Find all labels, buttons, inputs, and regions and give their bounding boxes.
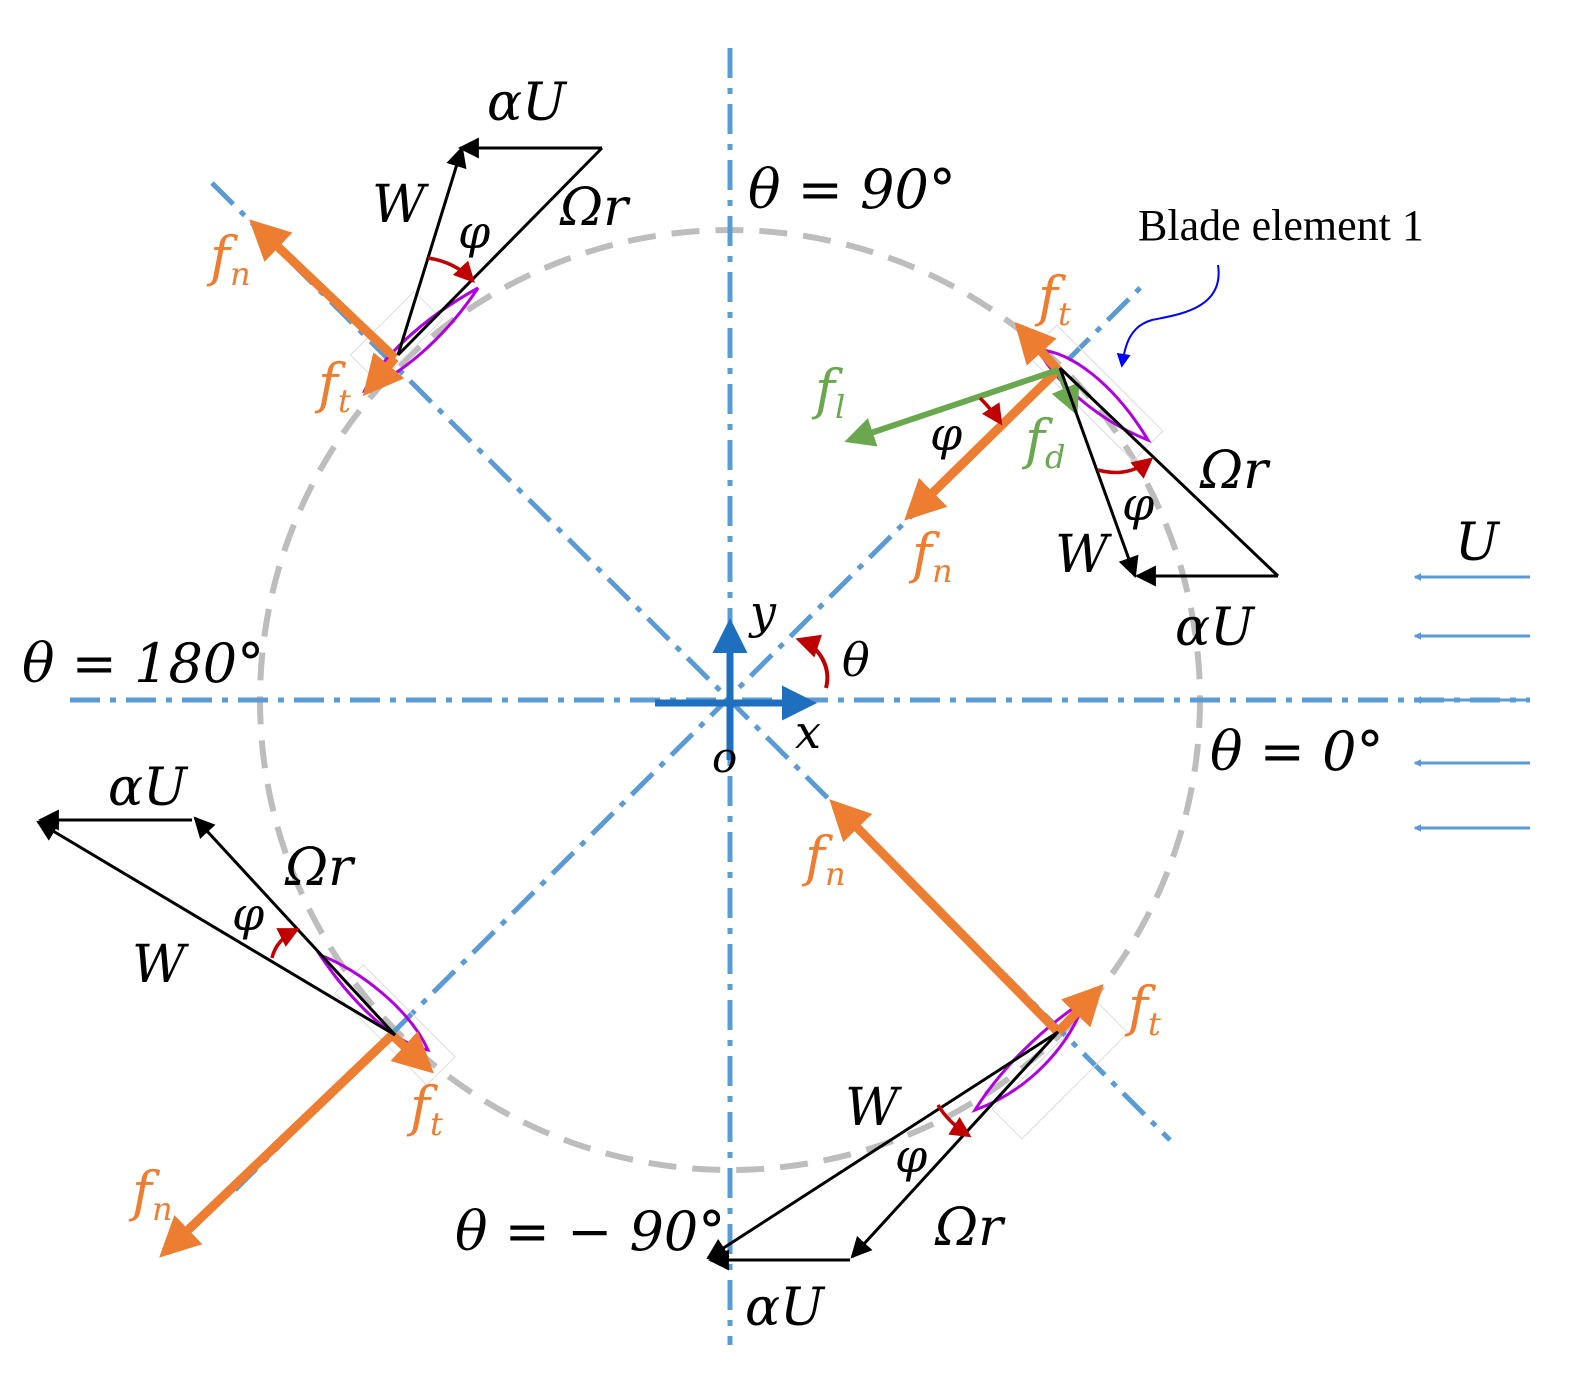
phi-arc [270,928,300,959]
fd-label: fd [1021,408,1065,476]
ft-arrow [1054,984,1104,1036]
coordinate-system: x y o θ [655,585,870,782]
axis-y-label: y [748,585,777,639]
blade-element-pointer [1116,264,1220,368]
ft-arrow [388,1031,434,1074]
phi-arc [936,1104,972,1138]
fn-label: fn [801,825,846,893]
w-label: W [132,935,189,995]
ft-label: ft [406,1075,443,1143]
fl-label: fl [811,358,845,426]
origin-label: o [712,733,737,782]
omega-r-vector [1058,366,1280,578]
w-vector [36,820,396,1037]
omega-r-vector [193,816,397,1037]
axis-x-label: x [795,705,821,759]
w-label: W [1055,525,1112,585]
alpha-u-label: αU [487,73,568,133]
theta-arc [795,634,830,689]
theta-m90-label: θ = − 90° [455,1200,725,1263]
alpha-u-label: αU [108,758,189,818]
omega-r-label: Ωr [1199,441,1271,501]
phi-label: φ [458,205,491,259]
w-vector [706,1030,1059,1260]
blade-bottom-left: W Ωr αU φ fn ft [36,758,456,1258]
blade-element-label: Blade element 1 [1138,201,1424,250]
alpha-u-label: αU [745,1278,826,1338]
phi-arc-1 [978,396,1003,426]
theta-90-label: θ = 90° [748,158,956,221]
theta-180-label: θ = 180° [22,632,264,695]
w-vector [1058,367,1139,578]
blade-top-left: W Ωr αU φ fn ft [206,73,631,420]
alpha-u-label: αU [1175,598,1256,658]
fn-label: fn [206,225,251,293]
omega-r-label: Ωr [934,1198,1006,1258]
fn-arrow [829,799,1062,1036]
fn-label: fn [128,1160,173,1228]
blade-bottom-right: W Ωr αU φ fn ft [706,799,1161,1338]
w-label: W [845,1078,902,1138]
ft-label: ft [314,352,351,420]
phi-arc [427,256,475,284]
omega-r-label: Ωr [559,178,631,238]
fn-label: fn [908,522,953,590]
phi-label-2: φ [1122,477,1155,531]
theta-label: θ [842,633,870,687]
omega-r-label: Ωr [284,838,356,898]
fl-arrow [844,367,1059,447]
blade-top-right: W Ωr αU φ φ fn ft fl fd [811,265,1280,658]
phi-arc-2 [1097,457,1154,479]
free-stream-arrows [1413,573,1530,832]
fn-arrow [249,219,399,362]
ft-arrow [362,352,405,397]
ft-arrow [1014,321,1062,374]
fn-arrow [159,1031,396,1258]
w-vector [396,145,467,356]
free-stream-label: U [1455,513,1501,573]
ft-label: ft [1034,265,1071,333]
ft-label: ft [1124,975,1161,1043]
theta-0-label: θ = 0° [1210,720,1383,783]
phi-label: φ [232,887,265,941]
phi-label-1: φ [930,407,963,461]
w-label: W [372,175,429,235]
phi-label: φ [895,1129,928,1183]
fn-arrow [904,366,1062,521]
omega-r-vector [396,146,604,357]
omega-r-vector [850,1030,1060,1259]
